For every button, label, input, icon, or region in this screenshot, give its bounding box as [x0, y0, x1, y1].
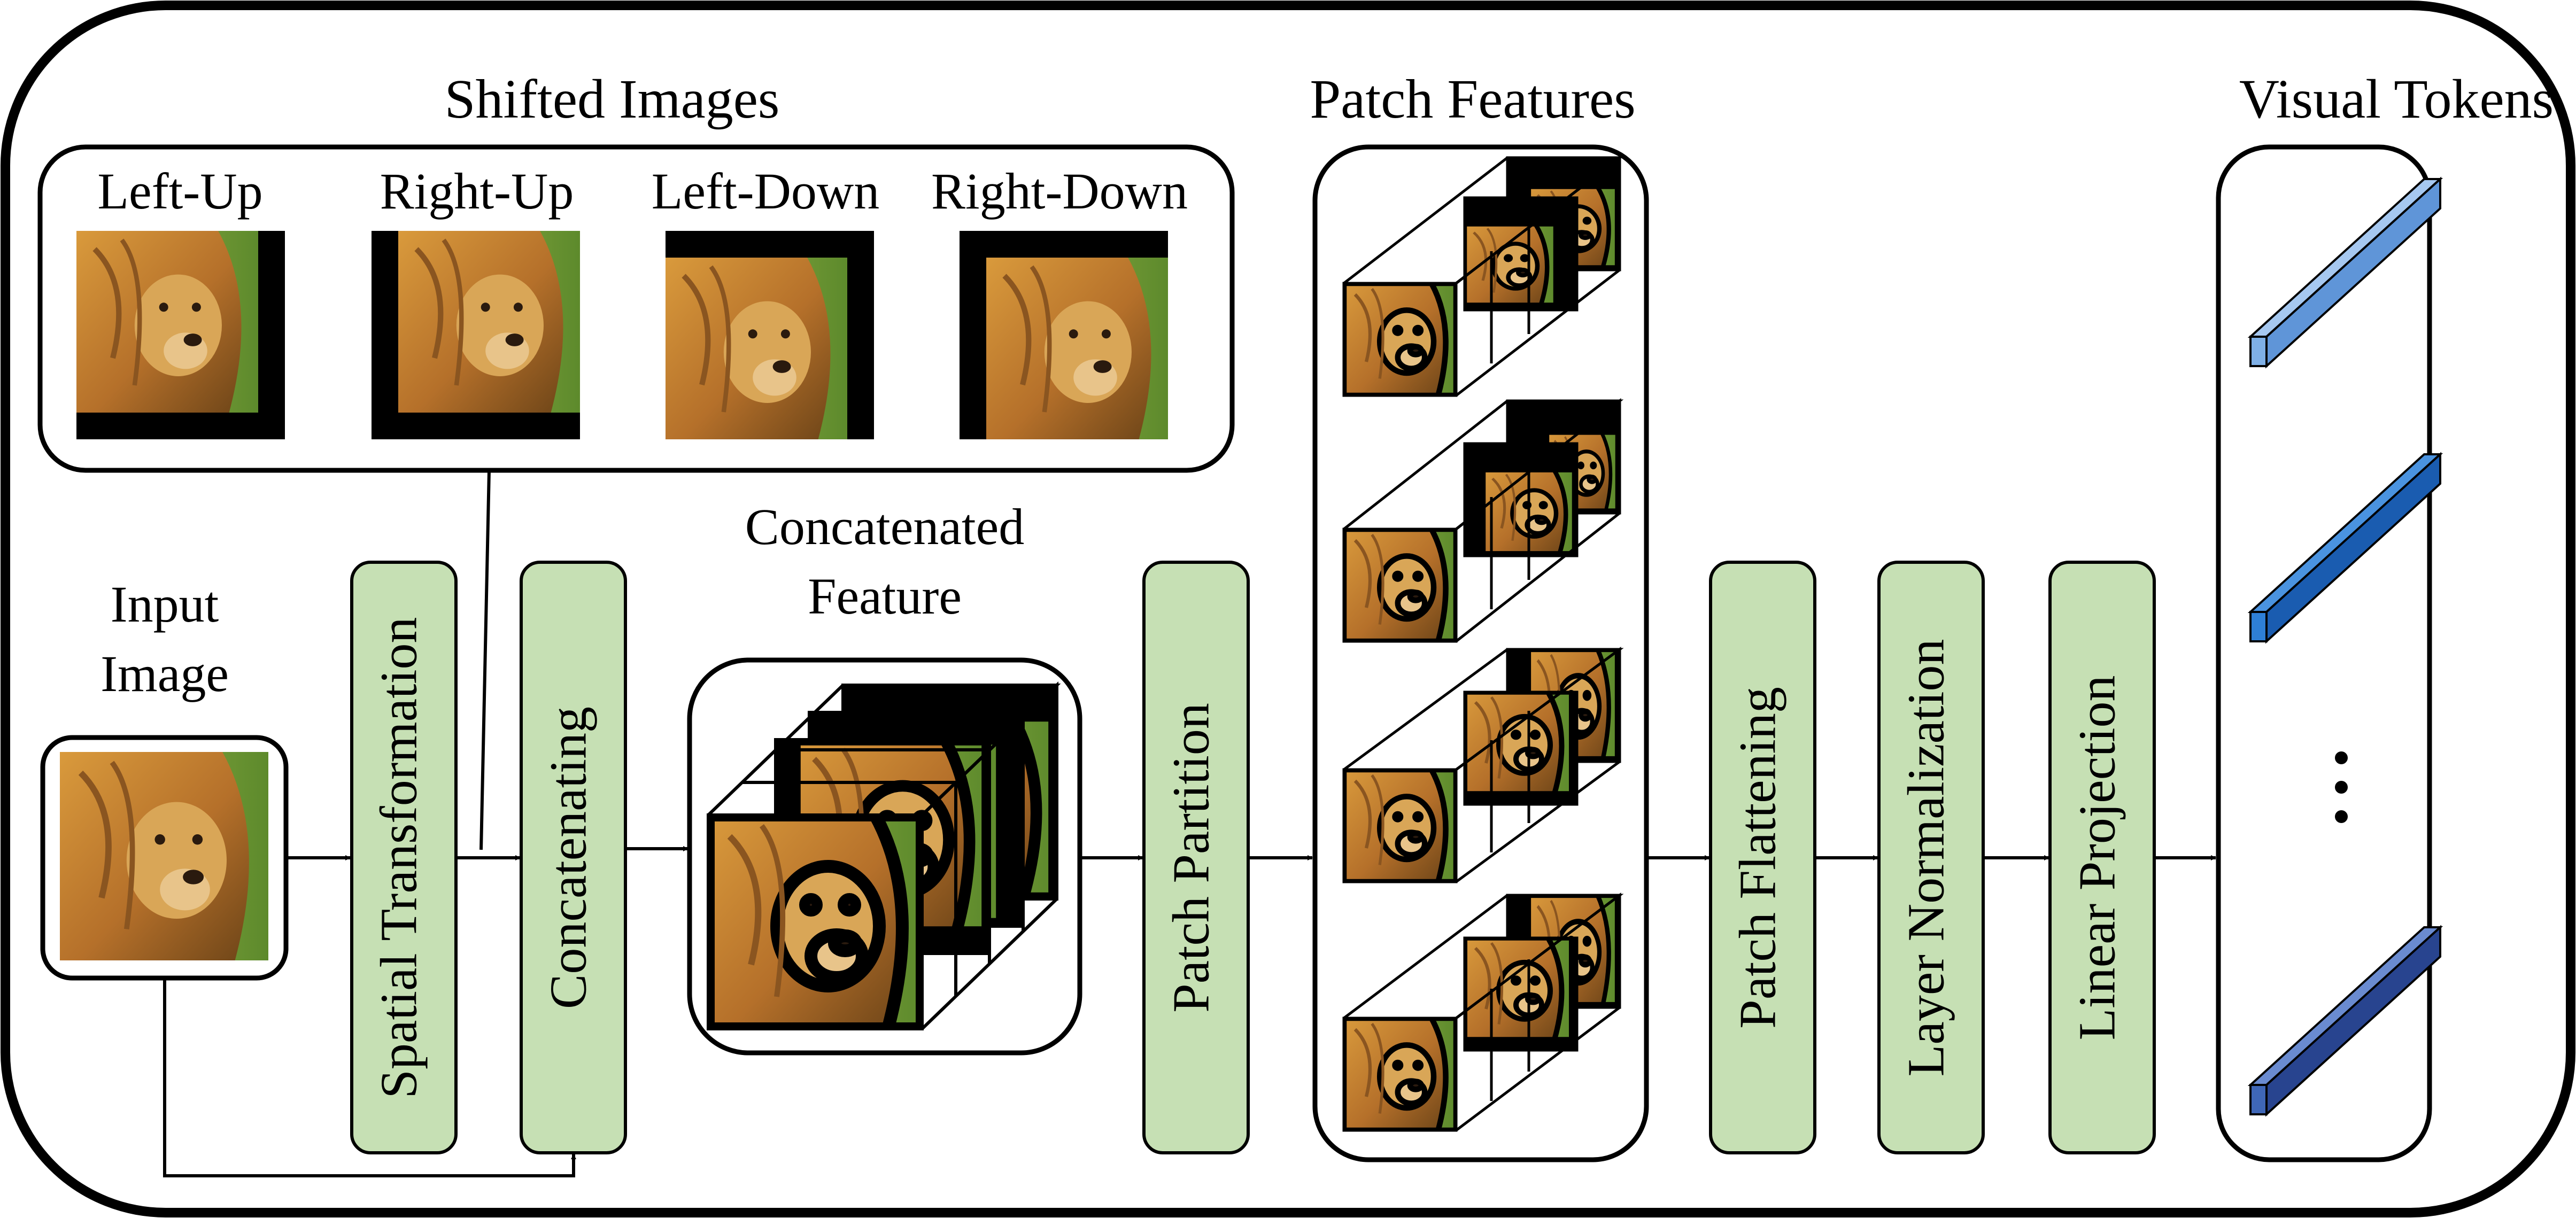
svg-text:Layer Normalization: Layer Normalization — [1897, 639, 1955, 1076]
patch-features-title: Patch Features — [1310, 68, 1635, 130]
concatenating-block: Concatenating — [520, 561, 627, 1154]
patch-cube-2 — [1342, 398, 1624, 643]
svg-text:Spatial Transformation: Spatial Transformation — [370, 617, 428, 1098]
spatial-transformation-block: Spatial Transformation — [350, 561, 458, 1154]
input-image — [60, 752, 268, 960]
shifted-image-left-down — [666, 231, 874, 439]
visual-tokens-title: Visual Tokens — [2239, 68, 2554, 130]
vertical-ellipsis-icon — [2335, 751, 2348, 823]
concat-feature-label-line1: Concatenated — [745, 498, 1024, 555]
shifted-label-right-up: Right-Up — [380, 162, 574, 220]
shifted-to-concat-line — [479, 470, 491, 850]
shifted-label-left-down: Left-Down — [652, 162, 880, 220]
shifted-image-right-up — [372, 231, 580, 439]
visual-token-1 — [2247, 176, 2443, 369]
linear-projection-block: Linear Projection — [2048, 561, 2156, 1154]
patch-cube-4 — [1342, 892, 1624, 1132]
svg-text:Patch Flattening: Patch Flattening — [1729, 687, 1786, 1029]
layer-normalization-block: Layer Normalization — [1877, 561, 1985, 1154]
concat-feature-cube — [707, 681, 1061, 1030]
patch-cube-3 — [1342, 647, 1624, 883]
svg-text:Concatenating: Concatenating — [539, 707, 597, 1009]
input-image-label-line1: Input — [111, 576, 219, 633]
visual-token-3 — [2247, 925, 2443, 1117]
shifted-image-left-up — [76, 231, 285, 439]
shifted-image-right-down — [960, 231, 1168, 439]
shifted-label-right-down: Right-Down — [931, 162, 1188, 220]
shifted-images-title: Shifted Images — [445, 68, 780, 130]
visual-token-2 — [2247, 452, 2443, 644]
arrow-input-skip-to-concat — [163, 978, 576, 1177]
shifted-images-panel — [37, 144, 1235, 473]
visual-tokens-panel — [2216, 144, 2432, 1162]
patch-flattening-block: Patch Flattening — [1709, 561, 1816, 1154]
svg-text:Linear Projection: Linear Projection — [2068, 675, 2126, 1040]
input-image-label-line2: Image — [100, 645, 229, 702]
patch-partition-block: Patch Partition — [1142, 561, 1250, 1154]
concat-feature-label-line2: Feature — [808, 568, 962, 625]
patch-cube-1 — [1342, 154, 1624, 397]
svg-text:Patch Partition: Patch Partition — [1162, 703, 1220, 1013]
shifted-label-left-up: Left-Up — [97, 162, 262, 220]
